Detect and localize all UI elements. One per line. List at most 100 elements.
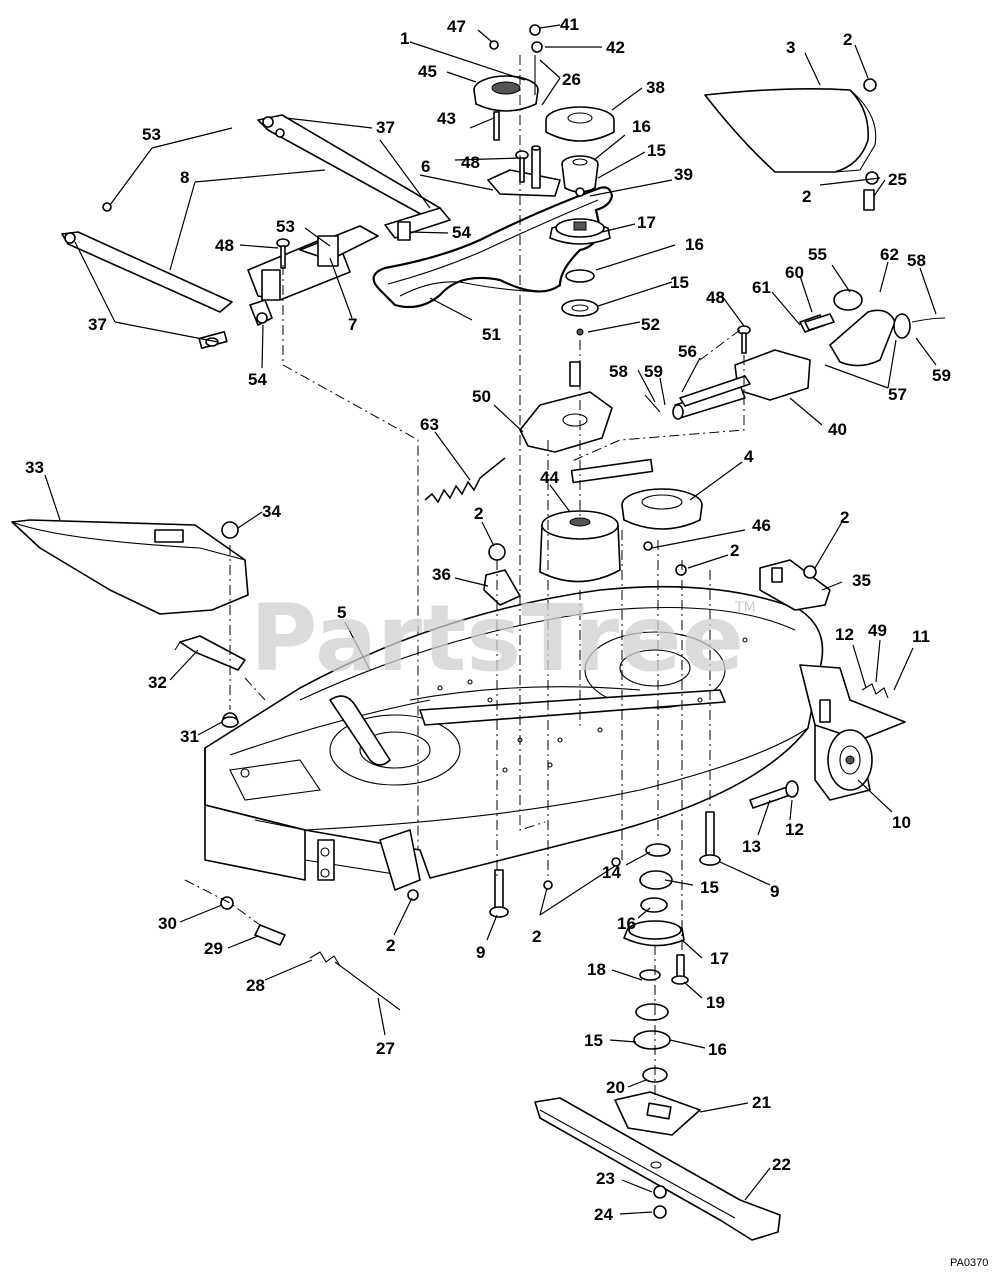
callout-40[interactable]: 40 [828,420,847,439]
callout-48-left[interactable]: 48 [215,236,234,255]
callout-16-mid[interactable]: 16 [685,235,704,254]
callout-32[interactable]: 32 [148,673,167,692]
callout-31[interactable]: 31 [180,727,199,746]
callout-44[interactable]: 44 [540,468,559,487]
callout-39[interactable]: 39 [674,165,693,184]
callout-17-lower[interactable]: 17 [710,949,729,968]
deck-cover-left[interactable] [11,519,249,615]
blade-adapter[interactable] [614,1091,701,1136]
callout-56[interactable]: 56 [678,342,697,361]
callout-57[interactable]: 57 [888,385,907,404]
callout-2-right[interactable]: 2 [802,187,811,206]
callout-15-top[interactable]: 15 [647,141,666,160]
callout-61[interactable]: 61 [752,278,771,297]
callout-16-lower[interactable]: 16 [617,914,636,933]
pulley-4[interactable] [621,488,703,530]
idler-bracket[interactable] [487,145,561,197]
callout-18[interactable]: 18 [587,960,606,979]
mower-deck[interactable] [204,585,824,891]
deck-cover-right[interactable] [704,87,877,173]
lower-spindle-stack[interactable] [623,843,685,1083]
callout-9-right[interactable]: 9 [770,882,779,901]
mower-blade[interactable] [534,1097,781,1241]
callout-7[interactable]: 7 [348,315,357,334]
callout-15-bottom[interactable]: 15 [584,1031,603,1050]
callout-43[interactable]: 43 [437,109,456,128]
callout-28[interactable]: 28 [246,976,265,995]
callout-53-left[interactable]: 53 [142,125,161,144]
callout-29[interactable]: 29 [204,939,223,958]
callout-17-top[interactable]: 17 [637,213,656,232]
callout-15-mid[interactable]: 15 [670,273,689,292]
callout-20[interactable]: 20 [606,1078,625,1097]
electric-clutch[interactable] [539,458,654,583]
upper-pulley-stack[interactable] [545,106,615,336]
callout-51[interactable]: 51 [482,325,501,344]
pulley-45[interactable] [473,75,539,112]
callout-59-right[interactable]: 59 [932,366,951,385]
callout-2-clutch[interactable]: 2 [474,504,483,523]
callout-30[interactable]: 30 [158,914,177,933]
callout-2-bracket[interactable]: 2 [840,508,849,527]
callout-6[interactable]: 6 [421,157,430,176]
callout-63[interactable]: 63 [420,415,439,434]
callout-48-top[interactable]: 48 [461,153,480,172]
callout-49[interactable]: 49 [868,621,887,640]
callout-23[interactable]: 23 [596,1169,615,1188]
idler-arm[interactable] [519,361,613,453]
callout-47[interactable]: 47 [447,17,466,36]
callout-27[interactable]: 27 [376,1039,395,1058]
pivot-bracket[interactable] [672,349,811,420]
lift-bracket[interactable] [247,225,379,326]
callout-9-center[interactable]: 9 [476,943,485,962]
callout-10[interactable]: 10 [892,813,911,832]
callout-26[interactable]: 26 [562,70,581,89]
callout-55[interactable]: 55 [808,245,827,264]
callout-2-bottom-left[interactable]: 2 [386,936,395,955]
callout-37-top[interactable]: 37 [376,118,395,137]
callout-22[interactable]: 22 [772,1155,791,1174]
callout-15-lower[interactable]: 15 [700,878,719,897]
callout-1[interactable]: 1 [400,29,409,48]
callout-11[interactable]: 11 [912,627,930,646]
callout-41[interactable]: 41 [560,15,579,34]
callout-14[interactable]: 14 [602,863,621,882]
lift-rod-upper[interactable] [257,114,451,241]
callout-34[interactable]: 34 [262,502,281,521]
callout-25[interactable]: 25 [888,170,907,189]
callout-33[interactable]: 33 [25,458,44,477]
callout-24[interactable]: 24 [594,1205,613,1224]
callout-50[interactable]: 50 [472,387,491,406]
callout-37-left[interactable]: 37 [88,315,107,334]
lift-rod-lower[interactable] [61,231,233,349]
drive-belt[interactable] [372,186,614,309]
callout-21[interactable]: 21 [752,1093,771,1112]
idler-tension-assembly[interactable] [799,289,946,367]
callout-53-center[interactable]: 53 [276,217,295,236]
callout-4[interactable]: 4 [744,447,754,466]
callout-16-bottom[interactable]: 16 [708,1040,727,1059]
spring-63[interactable] [424,457,506,504]
callout-19[interactable]: 19 [706,993,725,1012]
callout-2-top[interactable]: 2 [843,30,852,49]
callout-62[interactable]: 62 [880,245,899,264]
callout-35[interactable]: 35 [852,571,871,590]
callout-58-left[interactable]: 58 [609,362,628,381]
callout-59-left[interactable]: 59 [644,362,663,381]
callout-12-top[interactable]: 12 [835,625,854,644]
callout-2-pulley[interactable]: 2 [730,541,739,560]
callout-54-left[interactable]: 54 [248,370,267,389]
callout-54-top[interactable]: 54 [452,223,471,242]
callout-8[interactable]: 8 [180,168,189,187]
callout-60[interactable]: 60 [785,263,804,282]
callout-38[interactable]: 38 [646,78,665,97]
callout-5[interactable]: 5 [337,603,346,622]
callout-12-bottom[interactable]: 12 [785,820,804,839]
callout-52[interactable]: 52 [641,315,660,334]
callout-58-right[interactable]: 58 [907,251,926,270]
gauge-wheel[interactable] [799,664,906,801]
callout-2-bottom-center[interactable]: 2 [532,927,541,946]
callout-46[interactable]: 46 [752,516,771,535]
callout-42[interactable]: 42 [606,38,625,57]
callout-45[interactable]: 45 [418,62,437,81]
